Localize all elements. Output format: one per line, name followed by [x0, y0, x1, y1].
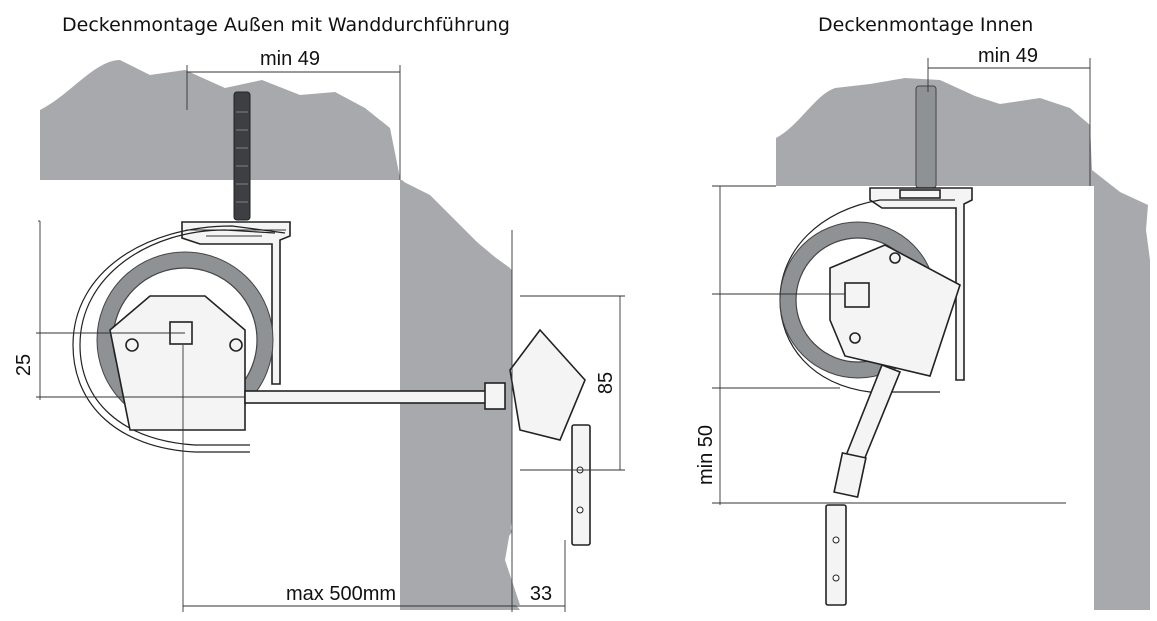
left-dim-33: 33	[530, 583, 552, 605]
left-dimension-lines	[36, 65, 625, 612]
left-diagram-title: Deckenmontage Außen mit Wanddurchführung	[62, 14, 510, 36]
left-dim-85: 85	[595, 372, 617, 394]
left-crank-rod	[244, 390, 491, 404]
left-wall-anchor	[233, 91, 251, 221]
left-crank-gear	[509, 328, 586, 441]
right-dim-min49: min 49	[978, 45, 1038, 67]
right-crank-handle	[825, 504, 847, 606]
left-dim-min49: min 49	[260, 48, 320, 70]
left-gear-housing	[109, 295, 246, 431]
right-dim-min50: min 50	[695, 425, 717, 485]
right-diagram-title: Deckenmontage Innen	[818, 14, 1034, 36]
left-crank-handle	[571, 424, 591, 546]
right-gear-housing	[829, 244, 961, 377]
right-diagram: min 49 min 50	[695, 45, 1150, 610]
right-wall-anchor	[915, 85, 937, 189]
left-cassette-housing	[79, 229, 276, 446]
left-dim-25: 25	[13, 354, 35, 376]
right-ceiling	[776, 78, 1150, 610]
left-dim-max500: max 500mm	[286, 583, 396, 605]
right-dimension-lines	[712, 58, 1091, 505]
left-mounting-bracket	[181, 221, 291, 385]
left-diagram: min 49 25 85 max 500mm 33	[13, 48, 625, 612]
right-mounting-bracket	[869, 187, 973, 381]
